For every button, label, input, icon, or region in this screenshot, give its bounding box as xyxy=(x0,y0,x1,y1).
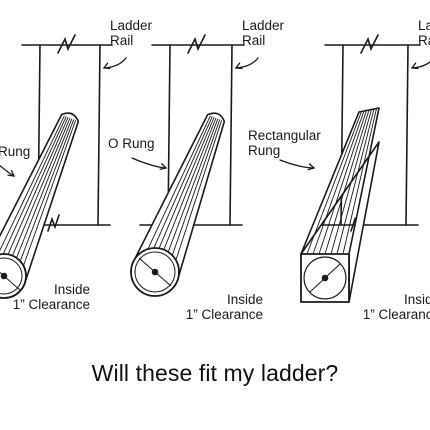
rung-ridge-line xyxy=(0,116,67,263)
rung-label-arrow xyxy=(279,159,316,171)
clearance-label-line: 1” Clearance xyxy=(13,297,90,312)
rung-ridge-line xyxy=(0,115,65,252)
clearance-label-line: Inside xyxy=(227,292,263,307)
rung-ridge-line xyxy=(330,109,372,255)
clearance-label-line: Inside xyxy=(404,292,430,307)
rung-ridge-line xyxy=(0,117,69,274)
rung-body xyxy=(0,112,80,286)
rung-label-arrow xyxy=(0,164,16,177)
clearance-diameter-line xyxy=(0,271,21,291)
rung-ridge-line xyxy=(144,116,213,269)
ladder-rail-label-line: Ladder xyxy=(110,18,153,33)
rail-break-mark xyxy=(57,34,76,54)
rung-ridge-line xyxy=(159,118,219,275)
ladder-rail-right xyxy=(405,44,409,226)
rung-ridge-line xyxy=(318,110,367,255)
rung-label-line: Rectangular xyxy=(248,128,321,143)
ladder-rail-label-line: Ladder xyxy=(242,18,285,33)
ladder-rail-label-line: Rail xyxy=(418,33,430,48)
rung-end-face xyxy=(0,253,27,299)
rung-ridge-line xyxy=(3,117,71,277)
ladder-rail-label-line: Rail xyxy=(110,33,133,48)
rung-ridge-line xyxy=(149,117,215,271)
rung-label-line: Rung xyxy=(0,144,30,159)
ladder-rail-arrow xyxy=(410,61,430,70)
rung-end-inner xyxy=(303,256,347,300)
rung-label-line: O Rung xyxy=(108,136,155,151)
rung-label-line: Rung xyxy=(248,143,280,158)
round-rung xyxy=(0,112,80,299)
clearance-diameter-line xyxy=(138,257,172,287)
rung-ridge-line xyxy=(17,120,77,282)
ladder-rail-right xyxy=(97,44,101,226)
clearance-label-line: 1” Clearance xyxy=(363,307,430,322)
rung-ridge-line xyxy=(336,108,375,255)
clearance-label-line: 1” Clearance xyxy=(186,307,263,322)
clearance-label-line: Inside xyxy=(54,282,90,297)
round-rung xyxy=(130,112,226,297)
rung-ridge-line xyxy=(169,120,223,279)
rung-ridge-line xyxy=(342,108,377,255)
rung-ridge-line xyxy=(324,109,370,255)
page-caption: Will these fit my ladder? xyxy=(91,360,339,386)
ladder-rail-arrow xyxy=(234,57,259,70)
rectangular-rung xyxy=(300,107,380,303)
rung-end-inner xyxy=(0,257,23,295)
ladder-rail-label-line: Ladder xyxy=(418,18,430,33)
rung-ridge-line xyxy=(8,118,73,279)
rail-break-mark xyxy=(360,34,379,54)
rung-ridge-line xyxy=(312,110,365,255)
rung-label: O Rung xyxy=(108,136,155,151)
rung-ridge-line xyxy=(139,115,211,267)
rung-ridge-line xyxy=(12,119,75,280)
ladder-rail-arrow xyxy=(102,57,127,70)
rail-break-mark xyxy=(47,214,60,232)
ladder-rail-right xyxy=(229,44,233,226)
rung-ridge-line xyxy=(306,111,362,255)
rung-label: Rung xyxy=(0,144,30,159)
rung-end-inner xyxy=(134,251,176,293)
ladder-rail-label-line: Rail xyxy=(242,33,265,48)
rung-ridge-line xyxy=(164,119,221,277)
rung-ridge-line xyxy=(154,117,217,273)
rung-label-arrow xyxy=(131,157,168,170)
rail-break-mark xyxy=(187,34,206,54)
clearance-diameter-line xyxy=(309,263,341,293)
